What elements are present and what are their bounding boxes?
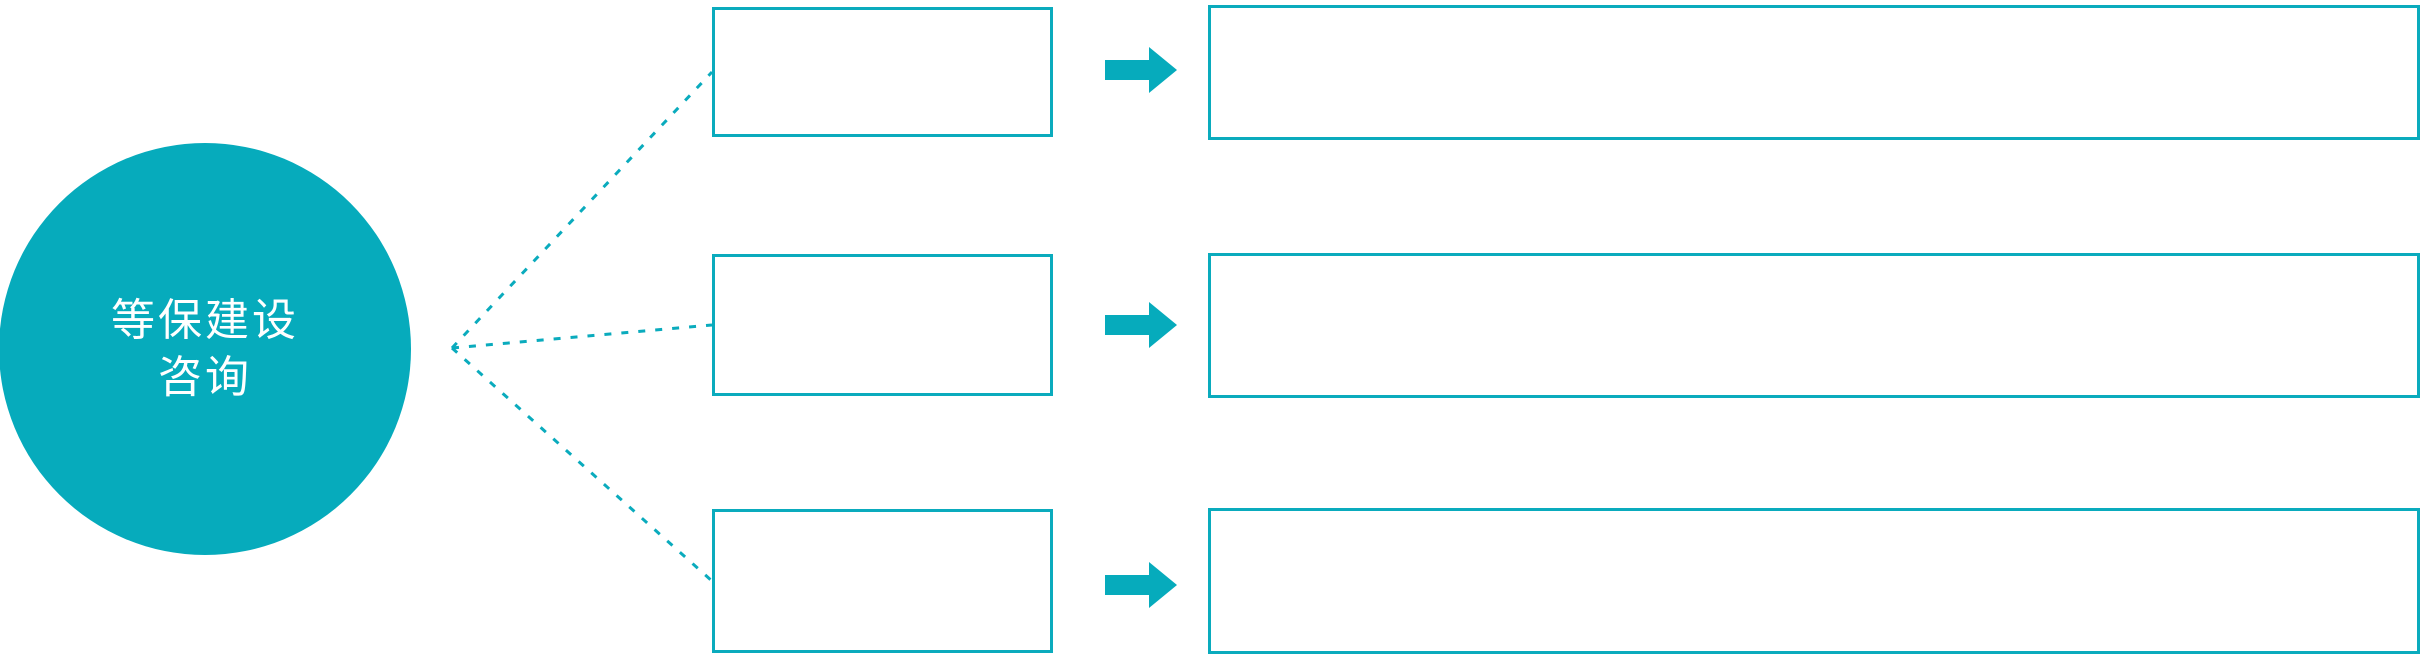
row-2-detail-box[interactable]: [1208, 253, 2420, 398]
arrow-right-block-icon: [1105, 302, 1177, 348]
hub-label-line-2: 咨询: [158, 353, 252, 402]
row-2-category-box[interactable]: [712, 254, 1053, 396]
row-3-detail-box[interactable]: [1208, 508, 2420, 654]
row-1-detail-box[interactable]: [1208, 5, 2420, 140]
connector-line-2: [451, 323, 713, 350]
connector-line-3: [450, 346, 714, 583]
row-1-category-box[interactable]: [712, 7, 1053, 137]
hub-circle: 等保建设 咨询: [0, 143, 411, 555]
connector-group: [450, 70, 714, 583]
hub-label-line-1: 等保建设: [111, 295, 299, 345]
arrow-right-block-icon: [1105, 562, 1177, 608]
connector-line-1: [450, 70, 714, 350]
row-3-category-box[interactable]: [712, 509, 1053, 653]
arrow-right-block-icon: [1105, 47, 1177, 93]
